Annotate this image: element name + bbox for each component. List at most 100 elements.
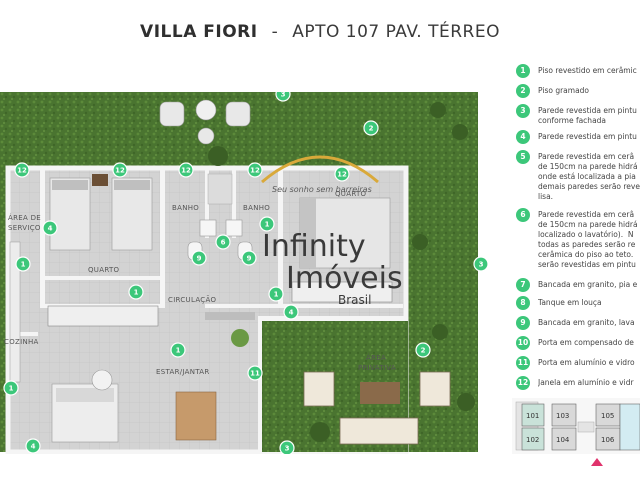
legend-number-badge: 6 <box>516 208 530 222</box>
svg-text:1: 1 <box>9 385 14 393</box>
sink-1 <box>199 219 217 237</box>
patio-table <box>195 99 217 121</box>
unit-minimap: 101 102 103 104 105 106 <box>512 398 640 454</box>
callout-badge-2: 2 <box>415 342 431 358</box>
mini-102: 102 <box>526 436 539 444</box>
callout-badge-3: 3 <box>275 92 291 102</box>
legend-text: Porta em compensado de <box>538 338 634 347</box>
legend-text: Bancada em granito, pia e <box>538 280 638 289</box>
svg-text:1: 1 <box>134 289 139 297</box>
label-privativa-2: PRIVATIVA <box>358 364 396 372</box>
legend-number-badge: 1 <box>516 64 530 78</box>
svg-text:2: 2 <box>421 347 426 355</box>
svg-text:12: 12 <box>181 167 191 175</box>
label-circulacao: CIRCULAÇÃO <box>168 295 216 304</box>
callout-badge-1: 1 <box>268 286 284 302</box>
label-quarto-2: QUARTO <box>335 190 367 198</box>
callout-badge-9: 9 <box>241 250 257 266</box>
svg-text:12: 12 <box>337 171 347 179</box>
legend-number-badge: 7 <box>516 278 530 292</box>
label-banho-2: BANHO <box>243 204 270 212</box>
watermark-line2: Imóveis <box>286 261 403 296</box>
svg-text:4: 4 <box>289 309 294 317</box>
legend-text: Bancada em granito, lava <box>538 318 635 327</box>
legend-text: Piso revestido em cerâmic <box>538 66 637 75</box>
svg-text:12: 12 <box>115 167 125 175</box>
svg-text:4: 4 <box>48 225 53 233</box>
label-estar: ESTAR/JANTAR <box>156 368 210 376</box>
svg-text:3: 3 <box>285 445 290 453</box>
wardrobe-1 <box>47 305 159 327</box>
outdoor-chair-2 <box>419 371 451 407</box>
callout-badge-1: 1 <box>3 380 19 396</box>
svg-text:1: 1 <box>274 291 279 299</box>
legend-text: Porta em alumínio e vidro <box>538 358 635 367</box>
callout-badge-12: 12 <box>14 162 30 178</box>
svg-text:2: 2 <box>369 125 374 133</box>
svg-text:3: 3 <box>281 92 286 99</box>
page-title: VILLA FIORI-APTO 107 PAV. TÉRREO <box>0 22 640 42</box>
callout-badge-1: 1 <box>128 284 144 300</box>
callout-badge-3: 3 <box>279 440 295 454</box>
callout-badge-11: 11 <box>247 365 263 381</box>
callout-badge-12: 12 <box>247 162 263 178</box>
legend-number-badge: 4 <box>516 130 530 144</box>
outdoor-sofa <box>339 417 419 445</box>
svg-text:9: 9 <box>247 255 252 263</box>
label-banho-1: BANHO <box>172 204 199 212</box>
project-name: VILLA FIORI <box>140 22 258 42</box>
svg-text:4: 4 <box>31 443 36 451</box>
legend-text: Parede revestida em cerâ de 150cm na par… <box>538 210 638 269</box>
floor-plan: ÁREA DE SERVIÇO QUARTO BANHO BANHO QUART… <box>0 92 488 454</box>
legend-text: Parede revestida em pintu <box>538 132 637 141</box>
label-privativa-1: ÁREA <box>366 353 386 362</box>
label-servico-2: SERVIÇO <box>8 224 41 232</box>
watermark-line3: Brasil <box>338 293 371 307</box>
callout-badge-12: 12 <box>334 166 350 182</box>
legend-number-badge: 9 <box>516 316 530 330</box>
legend-text: Tanque em louça <box>538 298 602 307</box>
watermark-logo: Seu sonho sem barreiras Infinity Imóveis… <box>261 155 403 307</box>
legend-text: Parede revestida em pintu conforme facha… <box>538 106 637 125</box>
svg-text:12: 12 <box>250 167 260 175</box>
coffee-table <box>91 369 113 391</box>
callout-badge-1: 1 <box>170 342 186 358</box>
callout-badge-12: 12 <box>112 162 128 178</box>
callout-badge-2: 2 <box>363 120 379 136</box>
callout-badge-4: 4 <box>283 304 299 320</box>
current-unit-marker <box>591 458 603 466</box>
svg-text:1: 1 <box>176 347 181 355</box>
callout-badge-4: 4 <box>25 438 41 454</box>
mini-105: 105 <box>601 412 614 420</box>
title-separator: - <box>271 22 279 42</box>
callout-badge-3: 3 <box>473 256 488 272</box>
outdoor-chair-1 <box>303 371 335 407</box>
watermark-slogan: Seu sonho sem barreiras <box>272 185 372 194</box>
mini-103: 103 <box>556 412 569 420</box>
callout-badge-9: 9 <box>191 250 207 266</box>
legend-number-badge: 12 <box>516 376 530 390</box>
label-cozinha: COZINHA <box>4 338 39 346</box>
legend-number-badge: 5 <box>516 150 530 164</box>
sink-2 <box>225 219 243 237</box>
callout-badge-4: 4 <box>42 220 58 236</box>
callout-badge-1: 1 <box>15 256 31 272</box>
label-quarto-1: QUARTO <box>88 266 120 274</box>
mini-101: 101 <box>526 412 539 420</box>
svg-text:11: 11 <box>250 370 260 378</box>
legend-text: Parede revestida em cerâ de 150cm na par… <box>538 152 640 201</box>
callout-badge-1: 1 <box>259 216 275 232</box>
wardrobe-2 <box>291 281 393 303</box>
svg-text:1: 1 <box>21 261 26 269</box>
mini-106: 106 <box>601 436 615 444</box>
legend-text: Piso gramado <box>538 86 590 95</box>
svg-text:9: 9 <box>197 255 202 263</box>
label-servico-1: ÁREA DE <box>8 213 41 222</box>
legend-number-badge: 10 <box>516 336 530 350</box>
svg-text:12: 12 <box>17 167 27 175</box>
svg-text:3: 3 <box>479 261 484 269</box>
garden-left-strip <box>0 172 10 452</box>
callout-badge-6: 6 <box>215 234 231 250</box>
watermark-line1: Infinity <box>262 229 366 264</box>
